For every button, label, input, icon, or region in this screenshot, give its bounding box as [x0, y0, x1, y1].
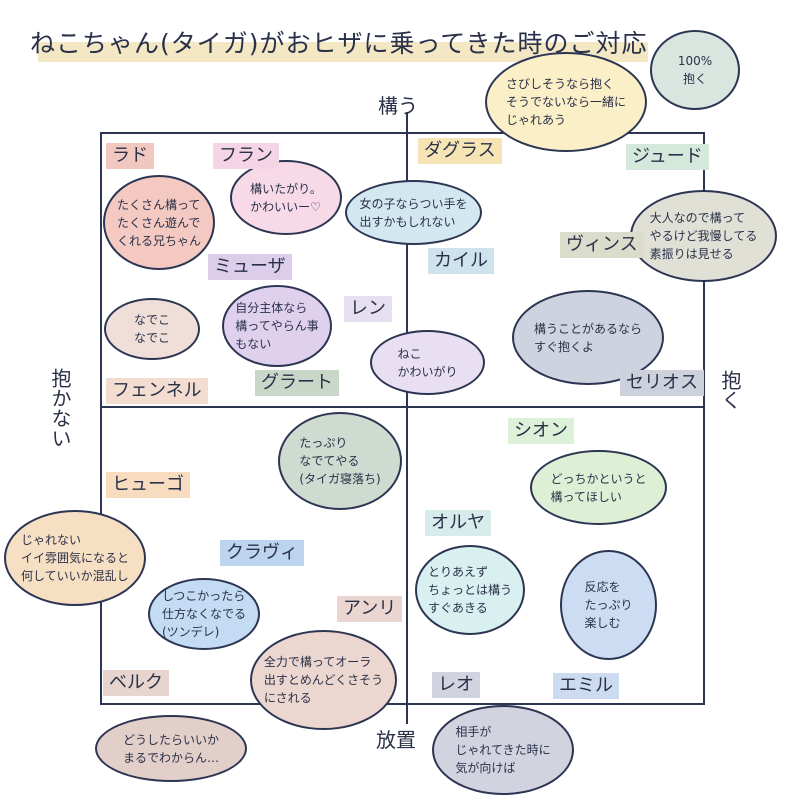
- comment-bubble-rad: たくさん構って たくさん遊んで くれる兄ちゃん: [103, 175, 215, 270]
- character-label-ren: レン: [344, 296, 392, 322]
- comment-bubble-berg: どうしたらいいか まるでわからん…: [95, 715, 247, 782]
- character-label-vince: ヴィンス: [560, 232, 644, 258]
- axis-label-bottom: 放置: [376, 728, 416, 752]
- character-label-kyle: カイル: [428, 248, 494, 274]
- character-label-leo: レオ: [432, 672, 480, 698]
- vertical-axis: [406, 112, 408, 724]
- character-label-fran: フラン: [213, 143, 279, 169]
- comment-bubble-jude: 100% 抱く: [650, 30, 740, 110]
- character-label-clavi: クラヴィ: [220, 540, 304, 566]
- axis-label-top: 構う: [378, 94, 418, 118]
- character-label-olya: オルヤ: [425, 510, 491, 536]
- comment-bubble-leo: 相手が じゃれてきた時に 気が向けば: [432, 705, 574, 795]
- character-label-jude: ジュード: [626, 144, 709, 170]
- comment-bubble-henri: 全力で構ってオーラ 出すとめんどくさそう にされる: [250, 630, 397, 730]
- character-label-fennel: フェンネル: [106, 378, 208, 404]
- comment-bubble-fran: 構いたがり。 かわいいー♡: [230, 160, 342, 235]
- character-label-grato: グラート: [255, 370, 339, 396]
- character-label-hugo: ヒューゴ: [106, 472, 190, 498]
- character-label-douglas: ダグラス: [418, 138, 502, 164]
- comment-bubble-muza: 自分主体なら 構ってやらん事 もない: [222, 285, 332, 367]
- quadrant-frame: [100, 132, 705, 705]
- comment-bubble-sion: どっちかというと 構ってほしい: [530, 450, 667, 525]
- comment-bubble-clavi: しつこかったら 仕方なくなでる (ツンデレ): [148, 578, 260, 650]
- character-label-henri: アンリ: [337, 596, 403, 622]
- comment-bubble-kyle: 女の子ならつい手を 出すかもしれない: [345, 180, 482, 245]
- comment-bubble-vince: 大人なので構って やるけど我慢してる 素振りは見せる: [630, 190, 777, 282]
- comment-bubble-olya: とりあえず ちょっとは構う すぐあきる: [415, 545, 525, 635]
- comment-bubble-emil: 反応を たっぷり 楽しむ: [560, 550, 657, 660]
- character-label-muza: ミューザ: [208, 254, 292, 280]
- comment-bubble-ren: ねこ かわいがり: [370, 330, 485, 395]
- horizontal-axis: [100, 406, 704, 408]
- character-label-sion: シオン: [508, 418, 574, 444]
- character-label-berg: ベルク: [103, 670, 169, 696]
- comment-bubble-hugo: じゃれない イイ雰囲気になると 何していいか混乱し: [4, 510, 146, 606]
- axis-label-left: 抱かない: [48, 368, 72, 448]
- comment-bubble-douglas: さびしそうなら抱く そうでないなら一緒に じゃれあう: [485, 52, 647, 152]
- axis-label-right: 抱く: [718, 370, 742, 410]
- character-label-emil: エミル: [553, 673, 619, 699]
- character-label-serios: セリオス: [620, 370, 704, 396]
- comment-bubble-fennel: なでこ なでこ: [104, 298, 200, 360]
- comment-bubble-serios: 構うことがあるなら すぐ抱くよ: [512, 290, 664, 385]
- comment-bubble-grato: たっぷり なでてやる (タイガ寝落ち): [278, 412, 402, 510]
- character-label-rad: ラド: [106, 143, 154, 169]
